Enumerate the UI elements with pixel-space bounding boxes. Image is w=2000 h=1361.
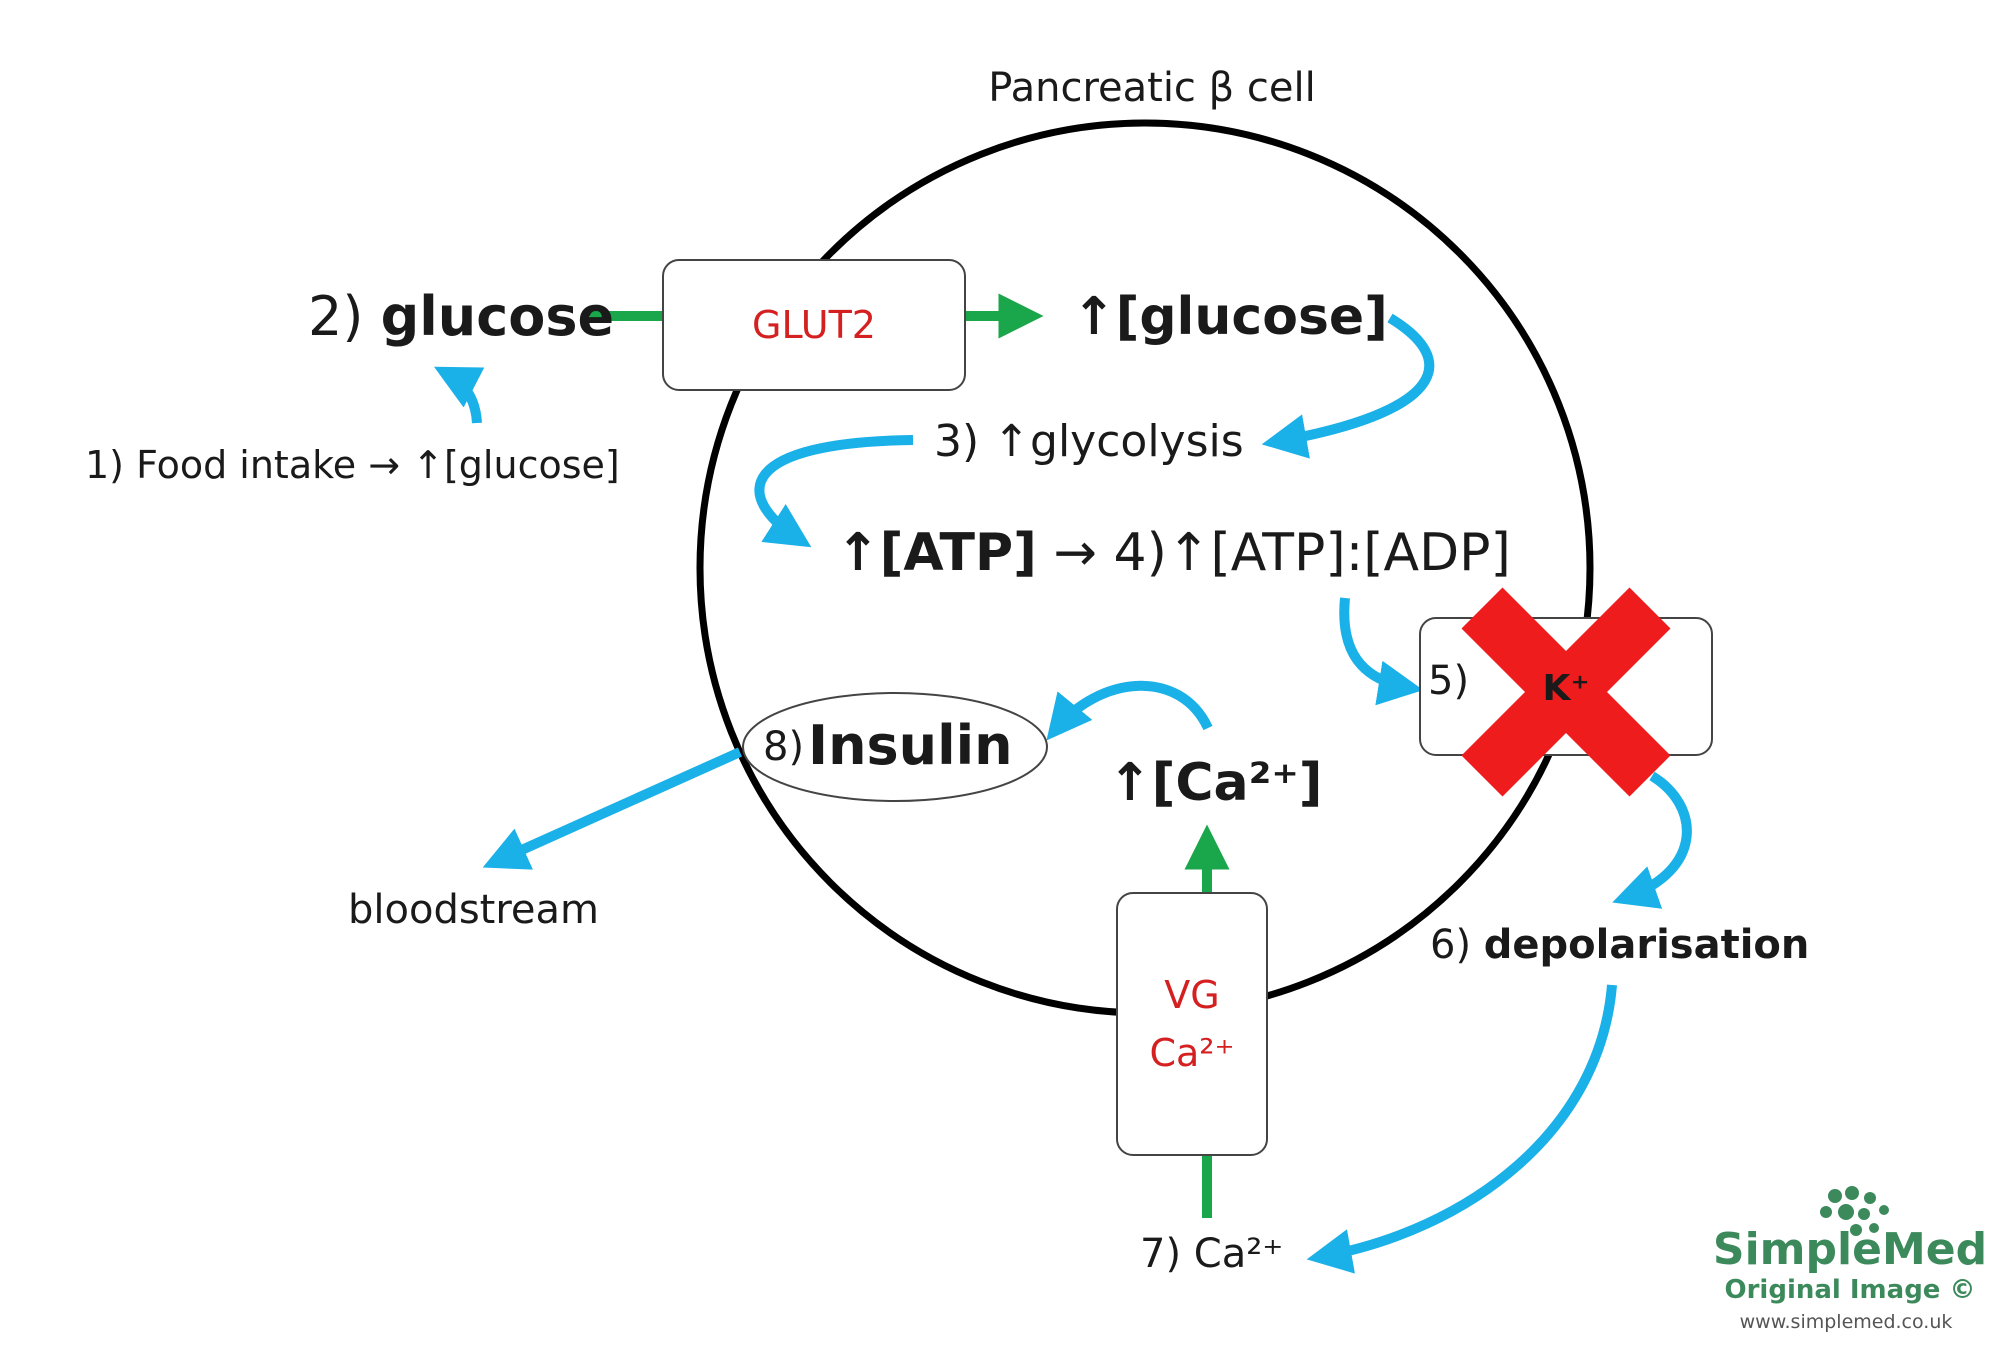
atp-rise: ↑[ATP]: [836, 523, 1037, 583]
glut2-channel: [662, 259, 966, 391]
insulin-to-bloodstream-arrow: [482, 747, 743, 870]
insulin-vesicle: [742, 692, 1048, 802]
step2-glucose: 2) glucose: [308, 285, 614, 348]
glut2-label: GLUT2: [752, 303, 876, 347]
glycolysis-to-atp-arrow: [754, 435, 914, 548]
step8-insulin: Insulin: [808, 714, 1013, 777]
atp-adp-ratio: → 4)↑[ATP]:[ADP]: [1053, 523, 1510, 583]
intracellular-glucose: ↑[glucose]: [1072, 287, 1388, 347]
calcium-to-insulin-arrow: [1046, 680, 1213, 741]
vg-label: VG: [1164, 973, 1219, 1017]
step4-atp-line: ↑[ATP] → 4)↑[ATP]:[ADP]: [836, 523, 1511, 583]
ratio-to-k-channel-arrow: [1339, 597, 1424, 706]
step1-food-intake: 1) Food intake → ↑[glucose]: [85, 443, 620, 487]
step6-word: depolarisation: [1484, 922, 1810, 968]
intracellular-calcium: ↑[Ca²⁺]: [1108, 753, 1323, 813]
food-to-glucose-arrow: [434, 366, 485, 424]
step7-calcium: 7) Ca²⁺: [1140, 1231, 1283, 1277]
step6-number: 6): [1430, 922, 1471, 968]
glucose-to-glycolysis-arrow: [1261, 313, 1435, 459]
molecule-dots-icon: [1820, 1186, 1889, 1236]
step3-glycolysis: 3) ↑glycolysis: [934, 416, 1244, 467]
cell-title: Pancreatic β cell: [988, 65, 1315, 111]
watermark-subtitle: Original Image ©: [1725, 1275, 1976, 1305]
vg-calcium-channel: [1116, 892, 1268, 1156]
step8-number: 8): [763, 724, 804, 770]
step6-depolarisation: 6) depolarisation: [1430, 922, 1809, 968]
step2-number: 2): [308, 285, 363, 348]
red-cross-icon: [1461, 587, 1671, 797]
step5-label: 5): [1428, 658, 1469, 704]
k-to-depolarisation-arrow: [1612, 771, 1692, 909]
k-ion-label: K⁺: [1543, 668, 1590, 709]
vg-ca-label: Ca²⁺: [1149, 1031, 1234, 1075]
watermark-brand: SimpleMed: [1713, 1224, 1987, 1275]
depolarisation-to-calcium-arrow: [1306, 984, 1617, 1274]
step2-word: glucose: [381, 285, 614, 348]
watermark-url: www.simplemed.co.uk: [1740, 1311, 1953, 1333]
bloodstream-label: bloodstream: [348, 887, 599, 933]
